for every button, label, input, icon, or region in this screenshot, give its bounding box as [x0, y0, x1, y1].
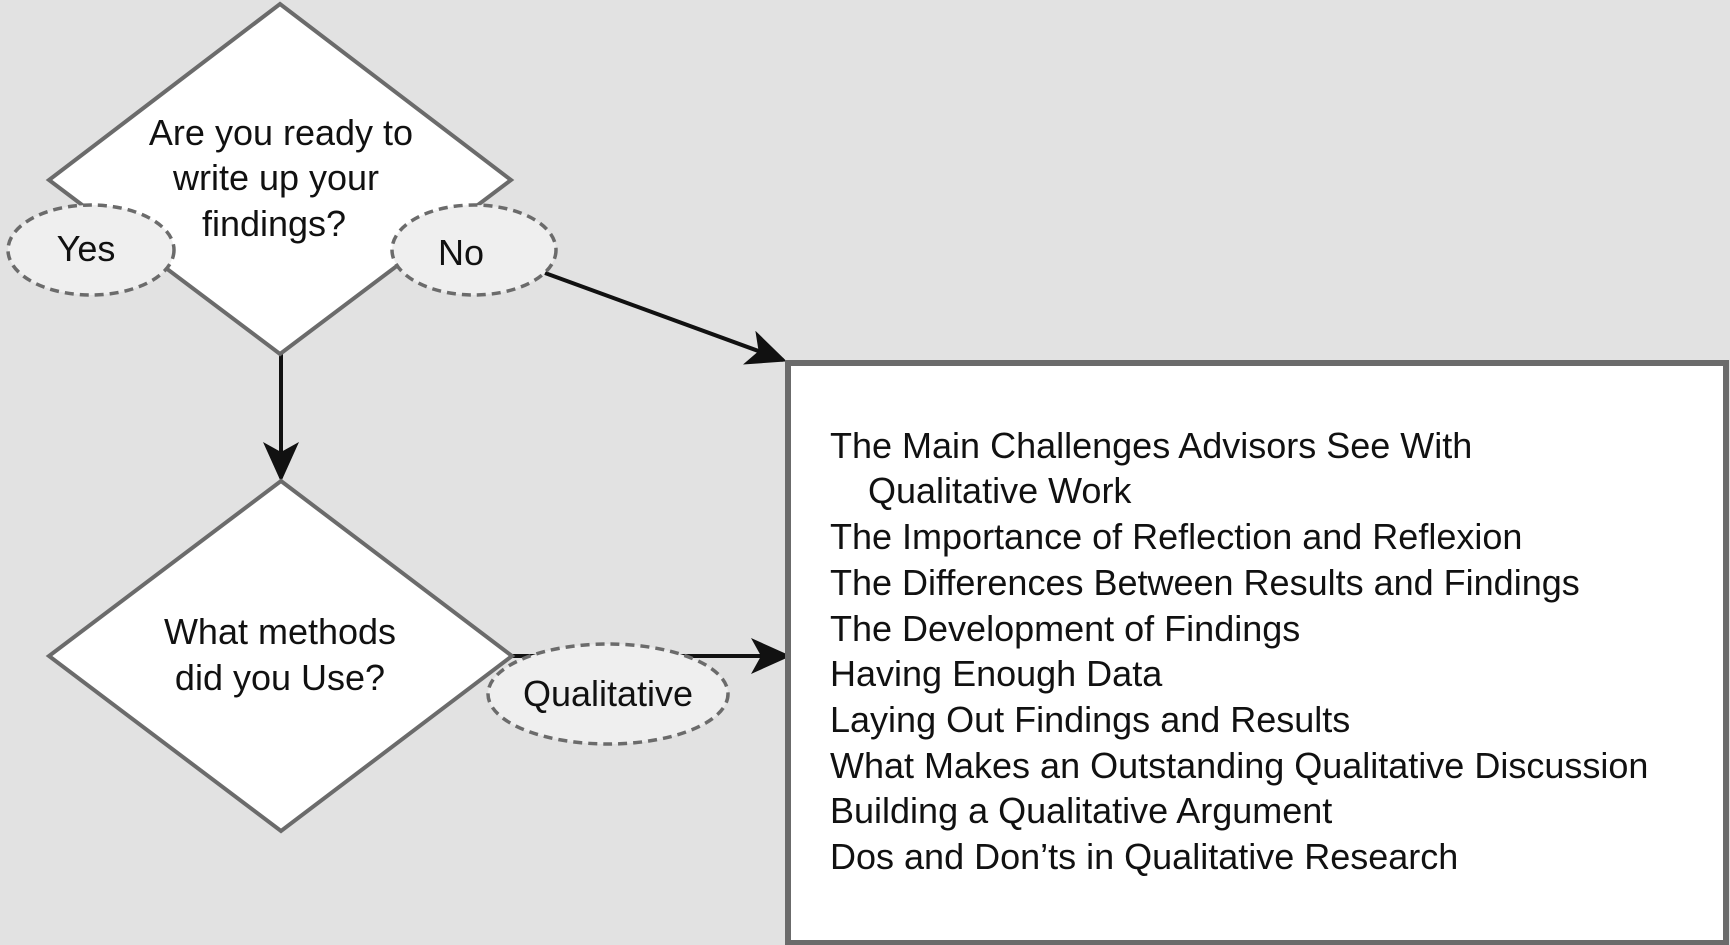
topic-item-7: What Makes an Outstanding Qualitative Di…	[830, 745, 1648, 786]
qualitative-label: Qualitative	[523, 673, 693, 714]
no-label: No	[438, 232, 484, 273]
topic-item-3: The Differences Between Results and Find…	[830, 562, 1580, 603]
topic-item-1-line-1: The Main Challenges Advisors See With	[830, 425, 1472, 466]
qualitative-oval	[486, 642, 730, 746]
decision-ready-text-line3: findings?	[202, 203, 346, 244]
yes-oval	[6, 203, 176, 297]
decision-ready-text-line2: write up your	[172, 157, 379, 198]
topic-item-4: The Development of Findings	[830, 608, 1300, 649]
topic-item-2: The Importance of Reflection and Reflexi…	[830, 516, 1522, 557]
arrow-no-to-topics	[544, 271, 787, 365]
decision-diamond-methods	[45, 478, 516, 834]
yes-label: Yes	[57, 228, 116, 269]
no-oval	[390, 203, 558, 297]
topic-item-5: Having Enough Data	[830, 653, 1163, 694]
topic-item-9: Dos and Don’ts in Qualitative Research	[830, 836, 1458, 877]
topics-box	[785, 360, 1729, 945]
topic-item-6: Laying Out Findings and Results	[830, 699, 1350, 740]
topic-item-8: Building a Qualitative Argument	[830, 790, 1332, 831]
decision-ready-text-line1: Are you ready to	[149, 112, 413, 153]
topic-item-1-line-2: Qualitative Work	[868, 470, 1132, 511]
decision-methods-text-line2: did you Use?	[175, 657, 385, 698]
decision-methods-text-line1: What methods	[164, 611, 396, 652]
